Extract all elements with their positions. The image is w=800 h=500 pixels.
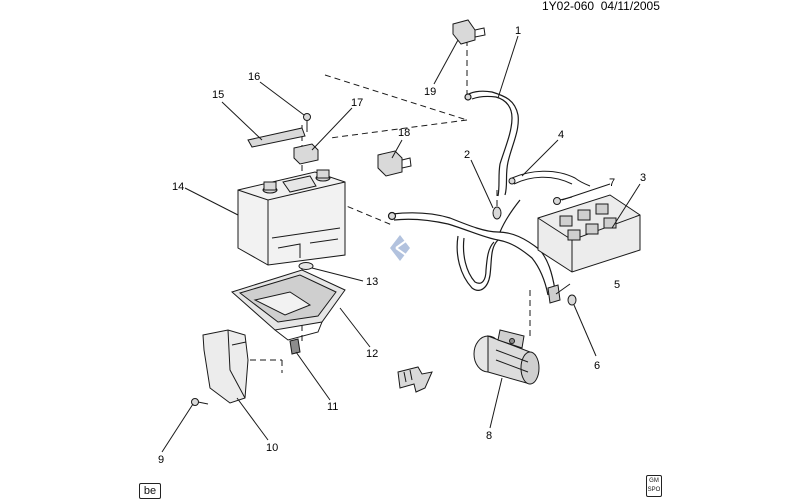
callout-labels: 1 2 3 4 5 6 7 8 9 10 11 12 13 14 15 16 1… xyxy=(158,25,646,466)
callout-1: 1 xyxy=(515,25,521,37)
callout-17: 17 xyxy=(351,97,363,109)
nut-6 xyxy=(567,294,577,306)
ref-code-text: 1Y02-060 xyxy=(542,0,595,13)
grommet-2 xyxy=(492,206,502,220)
callout-4: 4 xyxy=(558,129,564,141)
spo-badge-text: SPO xyxy=(647,487,661,493)
bolt-16 xyxy=(303,113,311,132)
callout-5: 5 xyxy=(614,279,620,291)
terminal-boot-19 xyxy=(452,19,486,45)
callout-7: 7 xyxy=(609,177,615,189)
callout-3: 3 xyxy=(640,172,646,184)
clip-11 xyxy=(289,338,301,355)
bolt-7 xyxy=(553,196,573,205)
watermark-logo xyxy=(390,235,411,261)
callout-9: 9 xyxy=(158,454,164,466)
leader-lines xyxy=(161,35,641,453)
terminal-boot-18 xyxy=(377,150,412,177)
callout-6: 6 xyxy=(594,360,600,372)
callout-18: 18 xyxy=(398,127,410,139)
hold-down-pad xyxy=(247,127,306,148)
battery-tray xyxy=(231,269,346,341)
callout-12: 12 xyxy=(366,348,378,360)
callout-16: 16 xyxy=(248,71,260,83)
gm-spo-badge: GM SPO xyxy=(646,475,662,497)
language-badge: be xyxy=(139,483,161,499)
fuse-block xyxy=(537,194,641,273)
callout-19: 19 xyxy=(424,86,436,98)
callout-10: 10 xyxy=(266,442,278,454)
connector-5 xyxy=(547,284,561,304)
diagram-reference-code: 1Y02-060 04/11/2005 xyxy=(542,0,660,13)
starter-motor xyxy=(473,329,540,385)
front-direction-arrow xyxy=(397,366,433,393)
language-badge-text: be xyxy=(143,485,157,497)
callout-13: 13 xyxy=(366,276,378,288)
battery xyxy=(237,169,346,266)
battery-cable-positive xyxy=(464,90,519,197)
cable-4 xyxy=(508,170,591,187)
callout-8: 8 xyxy=(486,430,492,442)
tray-bracket xyxy=(202,329,249,404)
callout-15: 15 xyxy=(212,89,224,101)
alignment-line-top xyxy=(324,74,468,121)
alignment-line-mid xyxy=(329,119,468,139)
callout-14: 14 xyxy=(172,181,184,193)
callout-2: 2 xyxy=(464,149,470,161)
washer-13 xyxy=(298,262,314,270)
battery-cable-harness xyxy=(387,199,556,296)
callout-11: 11 xyxy=(327,401,338,413)
bolt-9 xyxy=(191,398,209,406)
gm-badge-text: GM xyxy=(649,478,659,484)
retainer-17 xyxy=(293,143,319,165)
ref-date-text: 04/11/2005 xyxy=(600,0,660,13)
